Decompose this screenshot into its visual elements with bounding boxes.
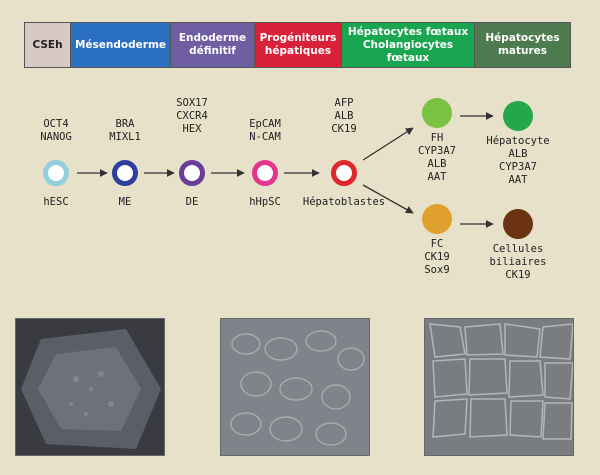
micrograph-progenitors [220,318,370,456]
fetal-hepatocyte-cell [422,98,452,128]
arrow-hepatoblasts-fc [362,184,414,214]
micrograph-hepatocytes [424,318,574,456]
hhpsc-markers: EpCAM N-CAM [249,118,281,143]
stage-mature-hepatocytes: Hépatocytes matures [475,23,570,67]
hepatoblast-label: Hépatoblastes [302,196,386,208]
me-cell [112,160,138,186]
de-label: DE [185,196,199,208]
me-label: ME [118,196,132,208]
stage-definitive-endoderm: Endoderme définitif [171,23,255,67]
stage-bar: CSEh Mésendoderme Endoderme définitif Pr… [24,22,571,68]
hhpsc-label: hHpSC [249,196,281,208]
arrow-hepatoblasts-fh [362,127,414,161]
me-markers: BRA MIXL1 [109,118,141,143]
fetal-cholangiocyte-label: FC CK19 Sox9 [424,238,450,276]
micrograph-hesc-colony [15,318,165,456]
biliary-cells-label: Cellules biliaires CK19 [489,243,547,281]
de-markers: SOX17 CXCR4 HEX [176,97,208,135]
stage-cseh: CSEh [25,23,71,67]
hepatoblast-markers: AFP ALB CK19 [331,97,357,135]
hhpsc-cell [252,160,278,186]
stage-fetal-hepatocytes: Hépatocytes fœtaux Cholangiocytes fœtaux [342,23,475,67]
hesc-cell [43,160,69,186]
stage-mesendoderm: Mésendoderme [71,23,171,67]
biliary-cell [503,209,533,239]
hepatoblast-cell [331,160,357,186]
stage-hepatic-progenitors: Progéniteurs hépatiques [255,23,342,67]
fetal-cholangiocyte-cell [422,204,452,234]
fetal-hepatocyte-label: FH CYP3A7 ALB AAT [418,132,456,183]
hesc-markers: OCT4 NANOG [40,118,72,143]
hesc-label: hESC [43,196,69,208]
de-cell [179,160,205,186]
mature-hepatocyte-cell [503,101,533,131]
mature-hepatocyte-label: Hépatocyte ALB CYP3A7 AAT [486,135,550,186]
